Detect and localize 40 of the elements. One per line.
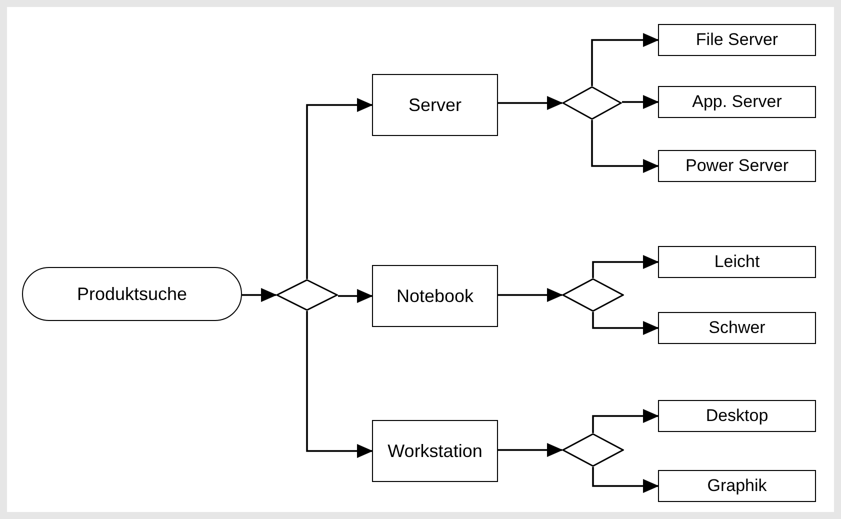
process-box bbox=[658, 470, 816, 502]
box-label: App. Server bbox=[692, 91, 782, 113]
process-box bbox=[372, 74, 498, 136]
process-box bbox=[658, 86, 816, 118]
process-box bbox=[658, 150, 816, 182]
box-label: Notebook bbox=[396, 284, 474, 308]
arrow bbox=[338, 289, 373, 303]
box-label: Leicht bbox=[714, 251, 760, 273]
process-box bbox=[658, 400, 816, 432]
box-label: File Server bbox=[696, 29, 778, 51]
process-box bbox=[658, 24, 816, 56]
box-label: Graphik bbox=[707, 475, 767, 497]
arrow bbox=[306, 311, 373, 458]
process-box bbox=[658, 312, 816, 344]
arrow bbox=[592, 409, 659, 433]
box-label: Workstation bbox=[388, 440, 482, 462]
arrow bbox=[498, 288, 563, 302]
decision-diamond bbox=[276, 279, 338, 311]
arrow bbox=[498, 443, 563, 457]
decision-diamond bbox=[562, 86, 622, 120]
decision-diamond bbox=[562, 278, 624, 312]
arrow bbox=[591, 120, 659, 173]
box-label: Power Server bbox=[686, 155, 788, 177]
arrow bbox=[622, 95, 659, 109]
decision-diamond bbox=[562, 433, 624, 467]
process-box bbox=[658, 246, 816, 278]
box-label: Produktsuche bbox=[76, 282, 188, 306]
start-terminal bbox=[22, 267, 242, 321]
arrow bbox=[306, 98, 373, 279]
box-label: Server bbox=[408, 94, 462, 116]
box-label: Desktop bbox=[706, 405, 768, 427]
arrow bbox=[592, 467, 659, 493]
process-box bbox=[372, 265, 498, 327]
arrow bbox=[242, 288, 277, 302]
process-box bbox=[372, 420, 498, 482]
arrow bbox=[592, 255, 659, 278]
arrow bbox=[592, 312, 659, 335]
arrow bbox=[591, 33, 659, 86]
box-label: Schwer bbox=[708, 317, 766, 339]
arrow bbox=[498, 96, 563, 110]
